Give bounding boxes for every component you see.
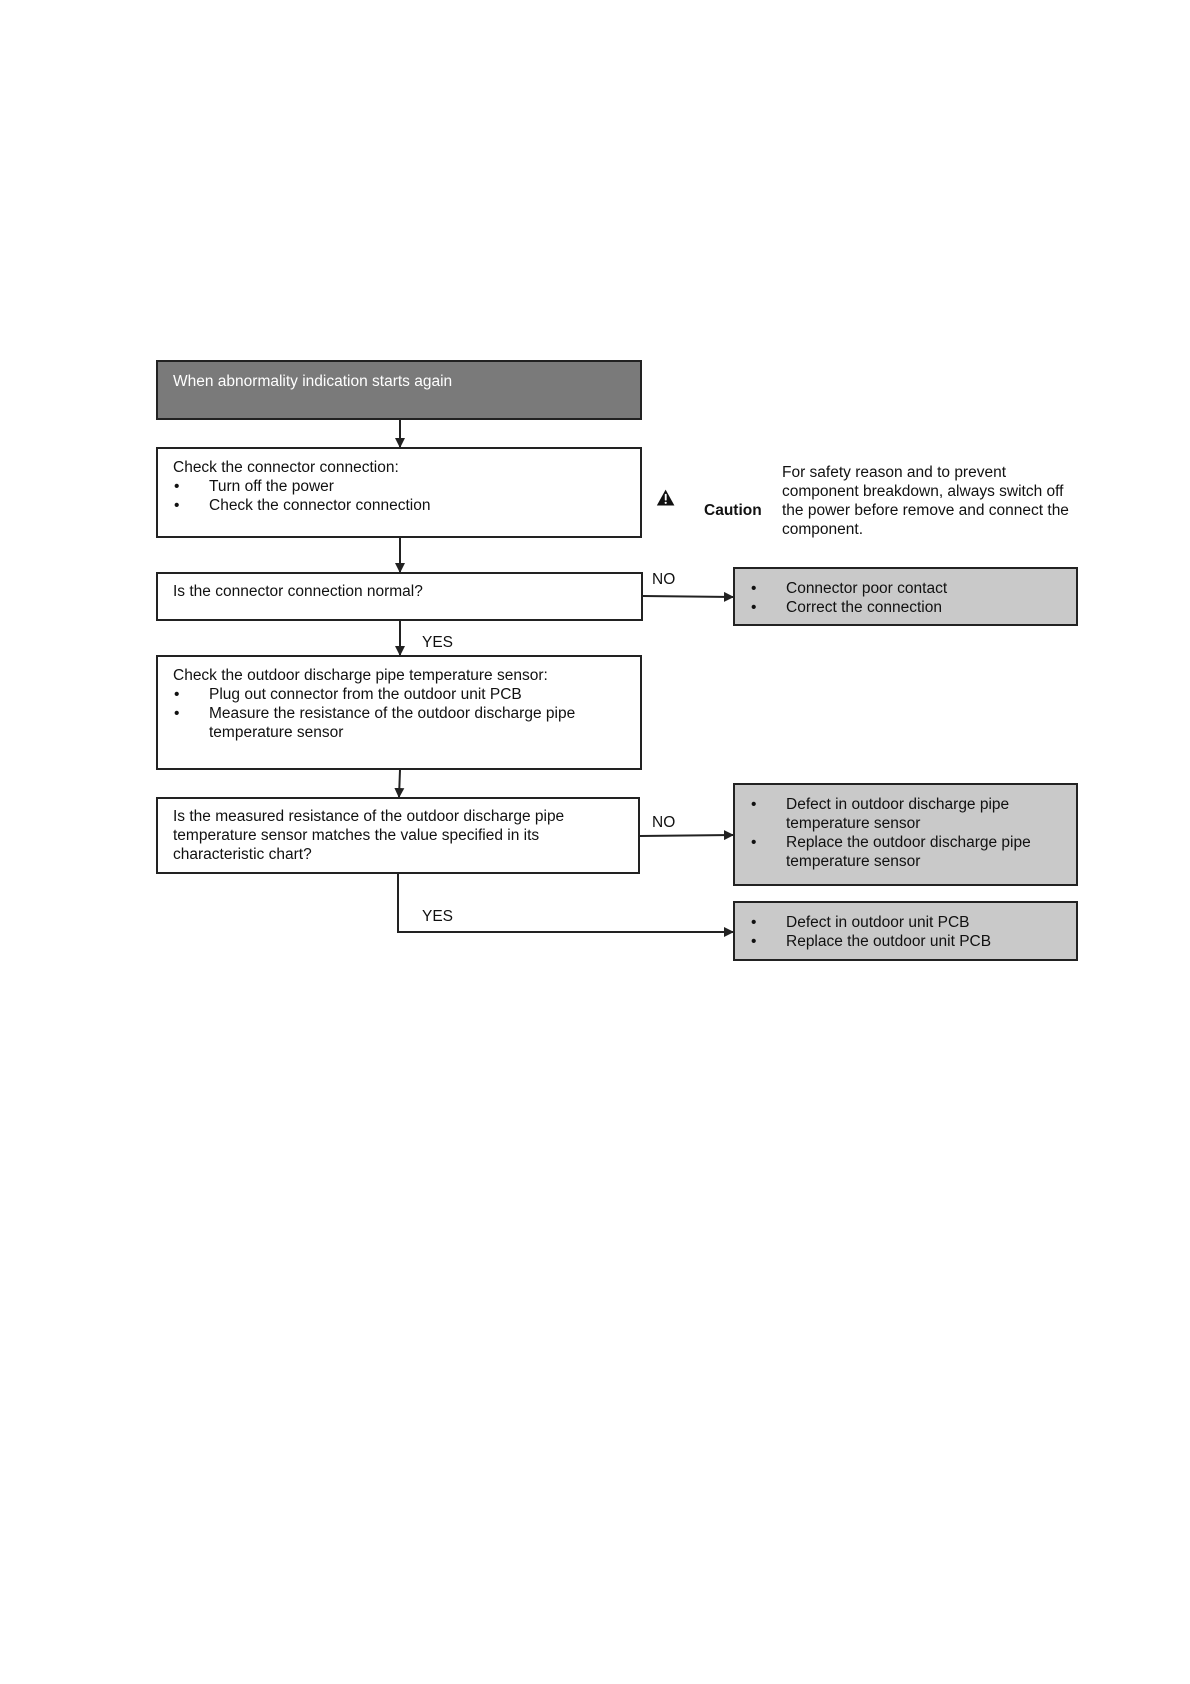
check-sensor-box: Check the outdoor discharge pipe tempera… [156, 655, 642, 770]
list-item: Defect in outdoor discharge pipe tempera… [750, 795, 1056, 833]
arrow-decision2-yes [397, 874, 734, 937]
list-item: Turn off the power [173, 477, 625, 496]
decision2-yes-label: YES [422, 908, 454, 925]
result1-list: Connector poor contact Correct the conne… [750, 579, 1061, 617]
list-item: Defect in outdoor unit PCB [750, 913, 1061, 932]
decision2-box: Is the measured resistance of the outdoo… [156, 797, 640, 874]
decision1-box: Is the connector connection normal? [156, 572, 643, 621]
caution-note: For safety reason and to prevent compone… [782, 464, 1069, 538]
result2-box: Defect in outdoor discharge pipe tempera… [733, 783, 1078, 886]
list-item: Replace the outdoor unit PCB [750, 932, 1061, 951]
arrow-sensor-to-decision2 [394, 769, 405, 798]
check-sensor-title: Check the outdoor discharge pipe tempera… [173, 667, 548, 684]
decision1-no-label: NO [652, 571, 676, 588]
result3-list: Defect in outdoor unit PCB Replace the o… [750, 913, 1061, 951]
result1-box: Connector poor contact Correct the conne… [733, 567, 1078, 626]
list-item: Replace the outdoor discharge pipe tempe… [750, 833, 1056, 871]
decision1-yes-label: YES [422, 634, 454, 651]
decision1-question: Is the connector connection normal? [173, 583, 423, 600]
list-item: Correct the connection [750, 598, 1061, 617]
decision2-no-label: NO [652, 814, 676, 831]
caution-label: Caution [704, 502, 762, 519]
arrow-decision1-no [642, 591, 734, 602]
result2-list: Defect in outdoor discharge pipe tempera… [750, 795, 1056, 871]
warning-icon [656, 489, 675, 506]
list-item: Connector poor contact [750, 579, 1061, 598]
result3-box: Defect in outdoor unit PCB Replace the o… [733, 901, 1078, 961]
check-connector-title: Check the connector connection: [173, 459, 399, 476]
decision2-question: Is the measured resistance of the outdoo… [173, 808, 565, 863]
start-box: When abnormality indication starts again [156, 360, 642, 420]
check-connector-list: Turn off the power Check the connector c… [173, 477, 625, 515]
start-text: When abnormality indication starts again [173, 373, 453, 390]
list-item: Measure the resistance of the outdoor di… [173, 704, 585, 742]
list-item: Plug out connector from the outdoor unit… [173, 685, 585, 704]
check-sensor-list: Plug out connector from the outdoor unit… [173, 685, 625, 742]
check-connector-box: Check the connector connection: Turn off… [156, 447, 642, 538]
arrow-decision2-no [639, 830, 734, 841]
list-item: Check the connector connection [173, 496, 625, 515]
